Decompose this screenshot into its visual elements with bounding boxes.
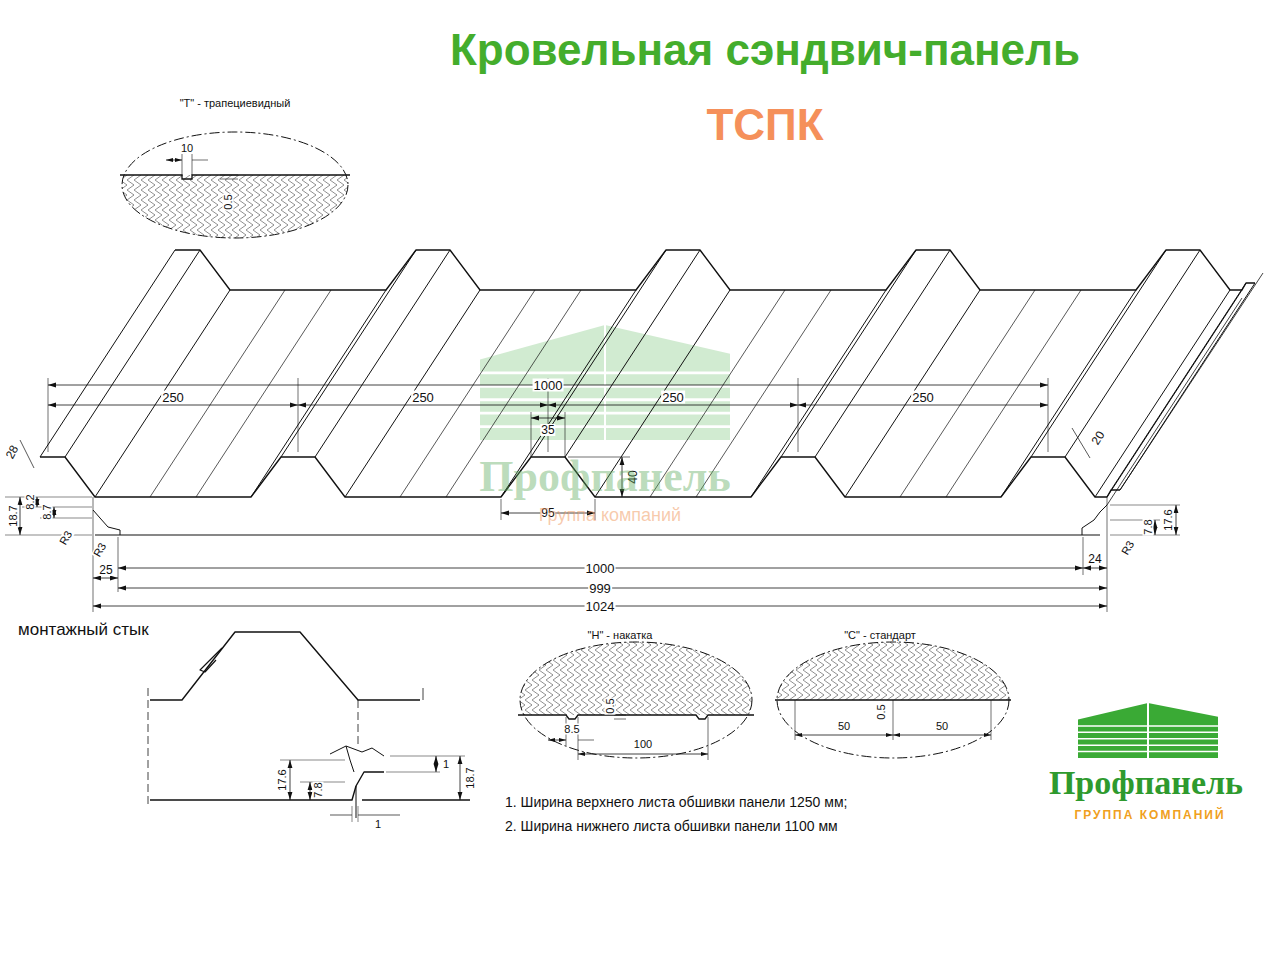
logo-subtext: ГРУППА КОМПАНИЙ [1074,809,1225,821]
dimension-label: 25 [98,564,113,576]
dimension-label: 18.7 [465,766,476,789]
detail-ellipse-node: "С" - стандарт0.55050 [775,640,1011,760]
dimension-label: 8.5 [563,724,580,735]
dimension-label: 1000 [533,379,564,392]
dimension-label: 18.7 [8,504,19,527]
watermark-text: Группа компаний [539,506,681,524]
detail-ellipse [120,130,350,240]
dimension-label: 35 [540,424,555,436]
detail-heading: "Н" - накатка [587,630,654,641]
dimension-label: 17.6 [277,768,288,791]
product-code: ТСПК [706,103,823,147]
detail-heading: "Т" - трапециевидный [179,98,292,109]
detail-ellipse [775,640,1011,760]
dimension-label: 28 [3,442,21,461]
dimension-label: R3 [91,540,109,559]
dimension-label: 7.8 [1143,518,1154,535]
dimension-label: 8.7 [42,503,53,520]
dimension-label: 1 [442,759,450,770]
dimension-label: 250 [911,391,935,404]
dimension-label: 8.2 [25,493,36,510]
dimension-label: 7.8 [313,781,324,798]
dimension-label: 24 [1087,553,1102,565]
detail-ellipse-node: "Н" - накатка8.50.5100 [518,640,754,760]
dimension-label: 1024 [585,600,616,613]
dimension-label: 250 [161,391,185,404]
detail-ellipse-node: "Т" - трапециевидный100.5 [120,130,350,240]
dimension-label: 0.5 [223,193,234,210]
dimension-label: R3 [1119,538,1137,557]
dimension-label: 10 [180,143,194,154]
page-title: Кровельная сэндвич-панель [450,28,1080,72]
watermark-text: Профпанель [479,455,730,499]
dimension-label: 250 [661,391,685,404]
dimension-label: 1000 [585,562,616,575]
dimension-label: 20 [1089,428,1107,447]
dimension-label: 17.6 [1163,508,1174,531]
dimension-label: 999 [588,582,612,595]
note-text: 1. Ширина верхнего листа обшивки панели … [505,795,847,809]
dimension-label: 100 [633,739,653,750]
dimension-label: R3 [57,528,75,547]
dimension-label: 0.5 [605,697,616,714]
dimension-label: 50 [935,721,949,732]
dimension-label: 50 [837,721,851,732]
note-text: 2. Ширина нижнего листа обшивки панели 1… [505,819,838,833]
dimension-label: 1 [374,819,382,830]
detail-caption: монтажный стык [18,621,149,638]
detail-heading: "С" - стандарт [843,630,917,641]
dimension-label: 0.5 [876,703,887,720]
logo-text: Профпанель [1049,766,1243,800]
dimension-label: 250 [411,391,435,404]
